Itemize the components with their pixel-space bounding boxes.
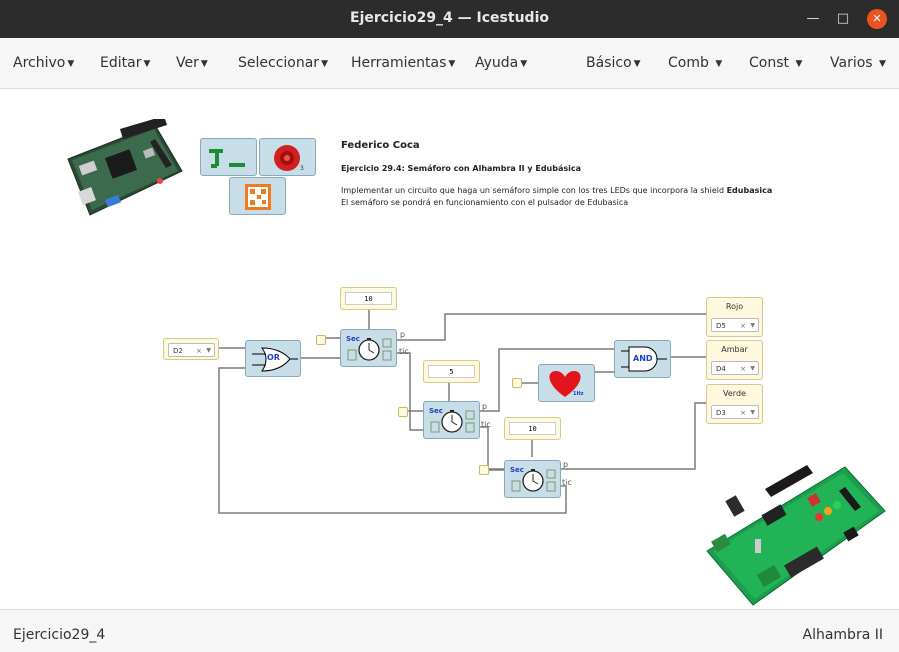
or-gate[interactable]: OR bbox=[245, 340, 301, 377]
block-icon-edubasica[interactable]: 3 bbox=[259, 138, 316, 176]
caret-down-icon: ▼ bbox=[879, 59, 886, 69]
caret-down-icon: ▼ bbox=[448, 59, 456, 69]
menu-ver[interactable]: Ver▼ bbox=[176, 55, 208, 71]
close-icon[interactable]: ✕ bbox=[867, 9, 887, 29]
timer-2-label: Sec bbox=[429, 407, 443, 415]
block-icon-qr[interactable] bbox=[229, 177, 286, 215]
timer-block-2[interactable]: Sec bbox=[423, 401, 480, 439]
dropdown-arrow-icon[interactable]: ▼ bbox=[750, 365, 755, 372]
timer-block-3[interactable]: Sec bbox=[504, 460, 561, 498]
output-pin-ambar-select[interactable]: D4 × ▼ bbox=[711, 361, 759, 375]
dropdown-arrow-icon[interactable]: ▼ bbox=[750, 409, 755, 416]
menu-comb[interactable]: Comb ▼ bbox=[668, 55, 723, 71]
badge-number: 3 bbox=[300, 165, 304, 172]
desc-line1-bold: Edubasica bbox=[726, 186, 773, 195]
caret-down-icon: ▼ bbox=[67, 59, 75, 69]
output-pin-verde-label: Verde bbox=[723, 389, 746, 398]
info-author: Federico Coca bbox=[341, 140, 420, 151]
timer-3-port-p: p bbox=[563, 460, 569, 469]
info-subtitle: Ejercicio 29.4: Semáforo con Alhambra II… bbox=[341, 164, 582, 173]
window-title: Ejercicio29_4 — Icestudio bbox=[350, 10, 549, 26]
stopwatch-icon bbox=[511, 469, 556, 492]
and-gate-label: AND bbox=[633, 354, 653, 363]
minimize-icon[interactable]: — bbox=[806, 11, 820, 26]
constant-timer-2[interactable]: 5 bbox=[423, 360, 480, 383]
clear-icon[interactable]: × bbox=[740, 365, 746, 373]
output-pin-verde[interactable]: Verde D3 × ▼ bbox=[706, 384, 763, 424]
input-pin-d2[interactable]: D2 × ▼ bbox=[163, 338, 219, 360]
menu-const[interactable]: Const ▼ bbox=[749, 55, 803, 71]
constant-timer-1-value[interactable]: 10 bbox=[345, 292, 392, 305]
wires-layer bbox=[218, 310, 706, 514]
or-gate-symbol-icon bbox=[252, 347, 298, 372]
maximize-icon[interactable]: □ bbox=[836, 11, 850, 26]
desc-line1: Implementar un circuito que haga un semá… bbox=[341, 186, 727, 195]
caret-down-icon: ▼ bbox=[633, 59, 641, 69]
desc-line2: El semáforo se pondrá en funcionamiento … bbox=[341, 198, 629, 207]
qr-code-icon bbox=[245, 184, 271, 210]
timer-1-label: Sec bbox=[346, 335, 360, 343]
heartbeat-enable-toggle[interactable] bbox=[512, 378, 522, 388]
caret-down-icon: ▼ bbox=[321, 59, 328, 69]
menu-varios[interactable]: Varios ▼ bbox=[830, 55, 886, 71]
menu-ayuda[interactable]: Ayuda▼ bbox=[475, 55, 528, 71]
or-gate-label: OR bbox=[267, 353, 280, 362]
heart-icon bbox=[549, 371, 581, 397]
output-pin-verde-select[interactable]: D3 × ▼ bbox=[711, 405, 759, 419]
menu-archivo[interactable]: Archivo▼ bbox=[13, 55, 75, 71]
constant-timer-2-value[interactable]: 5 bbox=[428, 365, 475, 378]
heartbeat-1hz-block[interactable]: 1Hz bbox=[538, 364, 595, 402]
caret-down-icon: ▼ bbox=[200, 59, 208, 69]
timer-2-port-p: p bbox=[482, 402, 488, 411]
caret-down-icon: ▼ bbox=[795, 59, 803, 69]
info-description: Implementar un circuito que haga un semá… bbox=[341, 185, 772, 209]
caret-down-icon: ▼ bbox=[520, 59, 528, 69]
input-pin-select[interactable]: D2 × ▼ bbox=[168, 343, 215, 357]
red-button-icon bbox=[274, 145, 300, 171]
stopwatch-icon bbox=[430, 410, 475, 433]
timer-2-port-tic: tic bbox=[481, 420, 491, 429]
stopwatch-icon bbox=[347, 338, 392, 361]
menu-editar[interactable]: Editar▼ bbox=[100, 55, 151, 71]
status-bar: Ejercicio29_4 Alhambra II bbox=[0, 609, 899, 652]
output-pin-rojo[interactable]: Rojo D5 × ▼ bbox=[706, 297, 763, 337]
output-pin-ambar-label: Ambar bbox=[721, 345, 748, 354]
timer-2-enable-toggle[interactable] bbox=[398, 407, 408, 417]
timer-block-1[interactable]: Sec bbox=[340, 329, 397, 367]
timer-1-enable-toggle[interactable] bbox=[316, 335, 326, 345]
pushbutton-symbol-icon bbox=[209, 149, 245, 168]
timer-3-label: Sec bbox=[510, 466, 524, 474]
dropdown-arrow-icon[interactable]: ▼ bbox=[206, 347, 211, 354]
constant-timer-3[interactable]: 10 bbox=[504, 417, 561, 440]
timer-1-port-p: p bbox=[400, 330, 406, 339]
menu-herramientas[interactable]: Herramientas▼ bbox=[351, 55, 456, 71]
menu-seleccionar[interactable]: Seleccionar▼ bbox=[238, 55, 328, 71]
constant-timer-1[interactable]: 10 bbox=[340, 287, 397, 310]
block-icon-button[interactable] bbox=[200, 138, 257, 176]
status-project-name: Ejercicio29_4 bbox=[13, 627, 106, 643]
dropdown-arrow-icon[interactable]: ▼ bbox=[750, 322, 755, 329]
menu-bar: Archivo▼ Editar▼ Ver▼ Seleccionar▼ Herra… bbox=[0, 38, 899, 89]
clear-icon[interactable]: × bbox=[740, 409, 746, 417]
timer-1-port-tic: tic bbox=[399, 347, 409, 356]
design-canvas[interactable]: 3 Federico Coca Ejercicio 29.4: Semáforo… bbox=[0, 89, 899, 609]
title-bar: Ejercicio29_4 — Icestudio — □ ✕ bbox=[0, 0, 899, 38]
status-board-name[interactable]: Alhambra II bbox=[802, 627, 884, 643]
output-pin-rojo-select[interactable]: D5 × ▼ bbox=[711, 318, 759, 332]
output-pin-rojo-label: Rojo bbox=[725, 302, 744, 311]
and-gate-symbol-icon bbox=[621, 346, 667, 372]
edubasica-shield-image bbox=[706, 465, 886, 606]
fpga-board-image bbox=[67, 119, 183, 216]
constant-timer-3-value[interactable]: 10 bbox=[509, 422, 556, 435]
and-gate[interactable]: AND bbox=[614, 340, 671, 378]
caret-down-icon: ▼ bbox=[715, 59, 723, 69]
timer-3-enable-toggle[interactable] bbox=[479, 465, 489, 475]
clear-icon[interactable]: × bbox=[196, 347, 202, 355]
timer-3-port-tic: tic bbox=[562, 478, 572, 487]
menu-basico[interactable]: Básico▼ bbox=[586, 55, 641, 71]
caret-down-icon: ▼ bbox=[143, 59, 151, 69]
clear-icon[interactable]: × bbox=[740, 322, 746, 330]
heartbeat-label: 1Hz bbox=[573, 391, 584, 397]
output-pin-ambar[interactable]: Ambar D4 × ▼ bbox=[706, 340, 763, 380]
